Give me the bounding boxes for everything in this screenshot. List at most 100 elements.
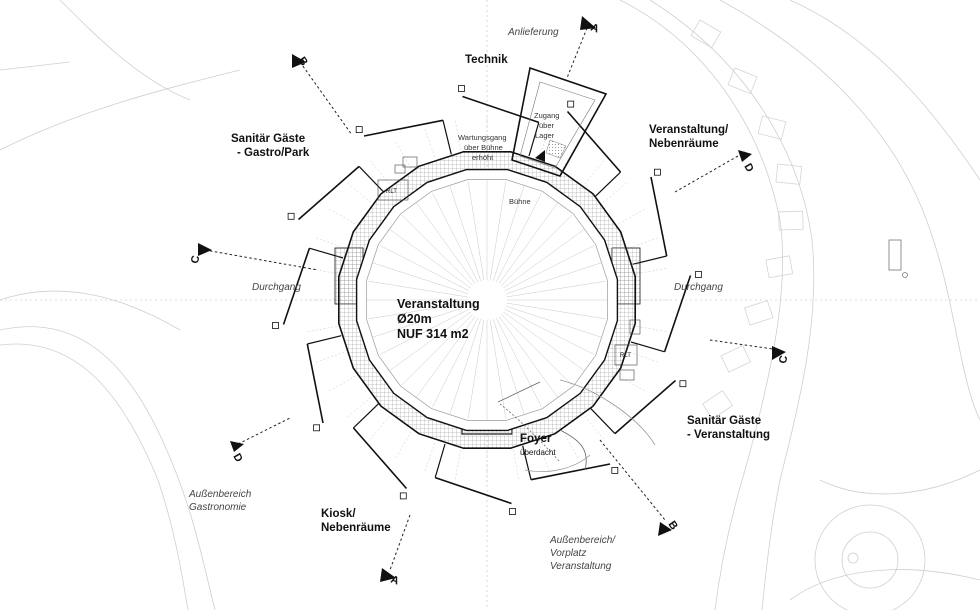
label-center-1: Veranstaltung	[397, 297, 480, 311]
site-parcel	[720, 345, 751, 373]
floor-radial-line	[503, 311, 585, 371]
label-kiosk-1: Kiosk/	[321, 508, 356, 520]
ring-stage-edge	[366, 179, 608, 421]
label-veranstaltung-neben-1: Veranstaltung/	[649, 124, 729, 136]
labels: Technik Anlieferung Sanitär Gäste - Gast…	[188, 22, 790, 588]
outer-wall-segment	[352, 427, 408, 490]
floor-radial-line	[401, 313, 474, 386]
floor-radial-line	[416, 202, 476, 284]
room-subdivision	[369, 416, 390, 440]
room-subdivision	[424, 442, 436, 472]
floor-radial-line	[495, 317, 542, 408]
site-path	[0, 61, 71, 71]
site-path-road-inner	[0, 343, 189, 610]
room-subdivision	[315, 351, 345, 363]
room-subdivision	[629, 351, 659, 363]
outer-wall-segment	[282, 247, 311, 325]
site-path	[0, 69, 241, 151]
radial-wall	[442, 120, 452, 155]
label-zugang-2: über	[539, 121, 555, 130]
section-line-c-left	[204, 249, 319, 271]
floor-radial-line	[432, 317, 479, 408]
room-subdivision	[455, 449, 461, 480]
site-path	[819, 469, 980, 495]
label-sanitaer-veranst-2: - Veranstaltung	[687, 429, 770, 441]
site-parcel	[744, 300, 774, 326]
floor-radial-line	[449, 318, 482, 415]
label-wartung-1: Wartungsgang	[458, 133, 507, 142]
label-veranstaltung-neben-2: Nebenräume	[649, 138, 719, 150]
radial-wall	[522, 445, 532, 480]
wc-box	[619, 369, 635, 381]
rlt-left-block	[377, 156, 418, 201]
wc-box	[629, 319, 641, 335]
section-line-c-right	[709, 339, 781, 351]
section-letter-c-right: C	[777, 355, 790, 365]
room-subdivision	[538, 442, 550, 472]
floor-radial-line	[489, 319, 507, 419]
site-parcel	[765, 255, 794, 279]
rlt-right-box	[614, 344, 638, 366]
site-parcel	[757, 115, 787, 140]
section-letter-a-top: A	[589, 22, 601, 36]
site-path	[59, 0, 191, 101]
floor-radial-line	[492, 318, 525, 415]
column-stub	[272, 322, 279, 329]
radial-wall	[352, 403, 380, 429]
site-path-road	[0, 326, 216, 610]
floor-radial-line	[467, 181, 485, 281]
label-zugang-1: Zugang	[534, 111, 559, 120]
room-subdivision	[424, 128, 436, 158]
site-detail-right	[888, 239, 908, 278]
foyer-canopy	[497, 379, 656, 473]
floor-radial-line	[495, 192, 542, 283]
site-circle-inner	[841, 531, 899, 589]
floor-radial-line	[449, 185, 482, 282]
room-subdivision	[629, 237, 659, 249]
floor-radial-line	[505, 262, 602, 295]
label-wartung-2: über Bühne	[464, 143, 503, 152]
section-letter-c-left: C	[189, 255, 202, 265]
floor-radial-line	[379, 308, 470, 355]
floor-radial-line	[503, 229, 585, 289]
site-parcel	[727, 67, 758, 95]
floor-radial-line	[389, 229, 471, 289]
floor-radial-line	[506, 302, 606, 320]
site-road-far	[789, 0, 980, 181]
floor-radial-line	[401, 214, 474, 287]
section-markers	[198, 16, 786, 582]
floor-radial-line	[500, 214, 573, 287]
room-subdivision	[347, 182, 371, 203]
section-c-left-icon	[198, 243, 212, 256]
floor-radial-line	[492, 185, 525, 282]
column-stub	[695, 271, 702, 278]
radial-wall	[307, 335, 342, 345]
section-c-right-icon	[772, 346, 786, 360]
floor-radial-line	[389, 311, 471, 371]
room-subdivision	[618, 375, 645, 392]
outer-wall-segment	[614, 379, 677, 435]
section-b-bottom-icon	[658, 522, 672, 536]
floor-radial-line	[379, 245, 470, 292]
outer-wall-segment	[306, 343, 324, 424]
label-kiosk-2: Nebenräume	[321, 522, 391, 534]
label-sanitaer-gastro-1: Sanitär Gäste	[231, 133, 305, 145]
section-a-top-icon	[580, 16, 596, 30]
section-letter-d-left: D	[230, 452, 244, 465]
site-road-right-inner	[649, 0, 815, 610]
label-anlieferung: Anlieferung	[507, 27, 559, 38]
wc-box	[402, 156, 418, 168]
site-circle	[814, 504, 926, 610]
label-vorplatz-2: Vorplatz	[550, 548, 586, 559]
room-subdivision	[395, 431, 412, 458]
site-bench	[888, 239, 902, 271]
foyer-arc	[499, 403, 561, 463]
section-line-a-bottom	[389, 514, 411, 571]
label-wartung-3: erhöht	[472, 153, 494, 162]
column-stub	[399, 492, 407, 500]
label-sanitaer-gastro-2: - Gastro/Park	[237, 147, 310, 159]
section-letter-a-bottom: A	[389, 574, 401, 588]
building	[272, 85, 702, 515]
section-letter-d-right: D	[741, 162, 755, 175]
